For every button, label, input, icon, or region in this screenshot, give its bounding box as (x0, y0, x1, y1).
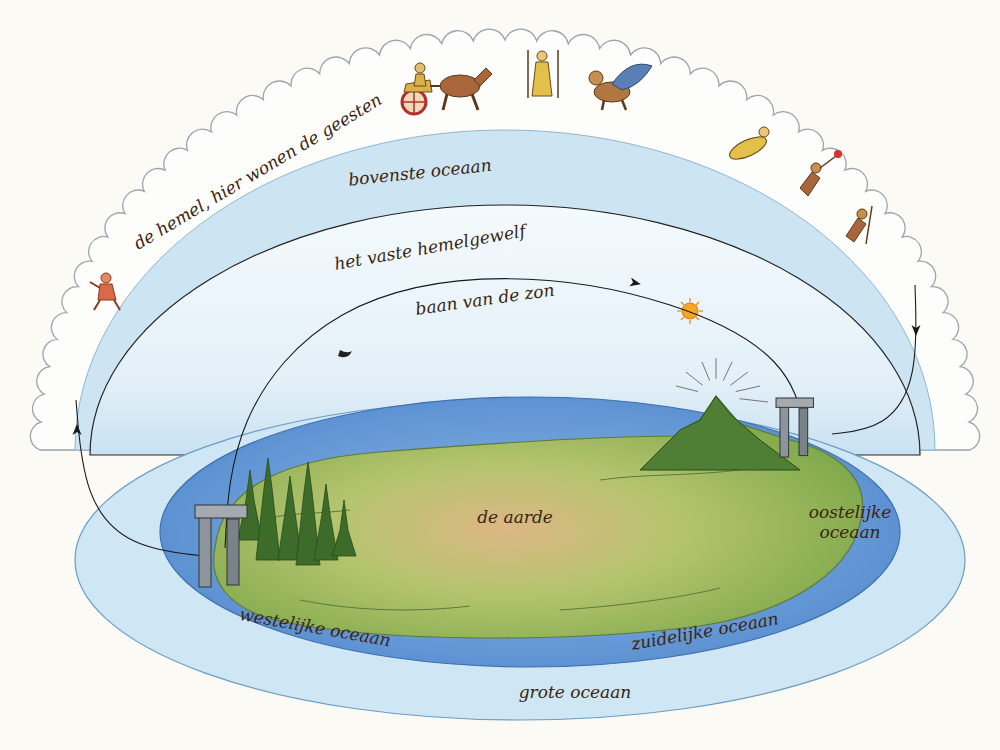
sunrise-rays (730, 372, 748, 385)
land-contour (300, 600, 470, 610)
forest (332, 500, 356, 556)
sunrise-rays (723, 362, 732, 381)
ocean-name: grote oceaan (519, 683, 632, 703)
sun-path-arrow (629, 278, 642, 289)
land-contour (600, 470, 740, 480)
forest (256, 458, 280, 560)
sun-path-label: baan van de zon (414, 281, 555, 320)
moon (338, 350, 352, 357)
sun-path (225, 279, 805, 548)
inner-ocean-ring: westelijke oceaanzuidelijke oceaanoostel… (160, 395, 900, 670)
sun (677, 298, 703, 324)
sun-path-arrow (73, 424, 82, 435)
heaven-label: de hemel, hier wonen de geesten (130, 90, 385, 254)
sun-path-arrow (912, 325, 921, 336)
winged-spirit (589, 64, 652, 110)
dancing-spirit (90, 273, 120, 310)
sunrise-rays (686, 372, 703, 385)
sunrise-rays (716, 358, 717, 379)
sunrise-rays (702, 362, 710, 381)
firmament-label: het vaste hemelgewelf (333, 222, 527, 275)
chariot-spirit (402, 63, 492, 114)
spirit-with-staff (846, 206, 872, 244)
earth-island: de aarde (200, 385, 890, 645)
sunrise-rays (739, 399, 768, 402)
earth-name: de aarde (477, 508, 553, 528)
east-gate (776, 398, 813, 457)
sunrise-rays (736, 386, 760, 392)
standing-spirit (528, 50, 558, 98)
upper-ocean-label: bovenste oceaan (347, 156, 492, 190)
land-contour (560, 588, 720, 610)
inner-ocean-shape (160, 397, 900, 667)
ocean-name: oostelijke oceaan (800, 503, 900, 542)
sun-path (832, 285, 916, 434)
earth-land (214, 396, 863, 638)
great-ocean-ring: grote oceaanwestelijke oceaanzuidelijke … (75, 400, 965, 720)
sunrise-rays (676, 386, 698, 392)
sun-path (76, 400, 204, 556)
spirit-with-flower (800, 150, 842, 196)
resting-spirit (726, 127, 769, 164)
west-gate (195, 505, 247, 587)
